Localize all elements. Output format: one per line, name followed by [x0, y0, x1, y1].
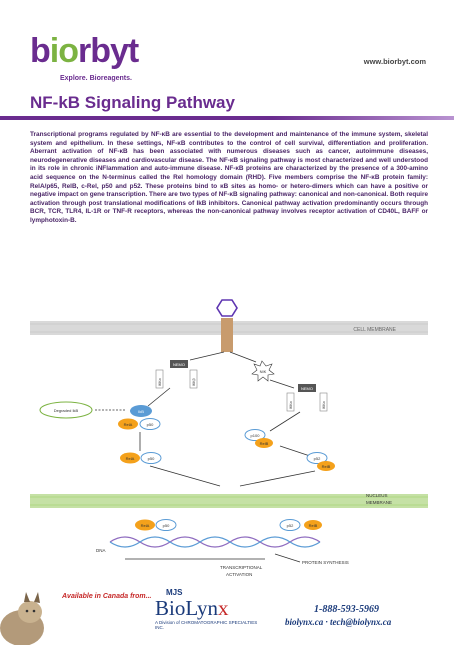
rela-label-2: RelA [126, 456, 135, 461]
rela-node-3 [135, 519, 155, 531]
nemo-right-label: NEMO [301, 386, 313, 391]
nemo-left-box [170, 360, 188, 368]
website-link[interactable]: www.biorbyt.com [363, 57, 426, 66]
p50-label-3: p50 [163, 523, 170, 528]
nucleus-membrane-texture [30, 496, 428, 506]
nemo-right-box [298, 384, 316, 392]
ikk-b-label: IKKβ [192, 378, 196, 386]
p52-label-2: p52 [287, 523, 294, 528]
relb-label-3: RelB [309, 523, 318, 528]
p50-label-2: p50 [148, 456, 155, 461]
ligand-hexagon [216, 299, 238, 317]
relb-node-1 [255, 438, 273, 448]
ikk-a3-label: IKKα [322, 401, 326, 409]
biolynx-logo-x: x [218, 596, 229, 620]
p52-label-1: p52 [314, 456, 321, 461]
cell-membrane-label: CELL MEMBRANE [353, 327, 396, 333]
pathway-diagram: CELL MEMBRANE NUCLEUS MEMBRANE NEMO IKKα… [30, 299, 428, 577]
relb-label-2: RelB [322, 464, 331, 469]
relb-label-1: RelB [260, 441, 269, 446]
logo-b: b [30, 32, 51, 70]
relb-node-2 [317, 461, 335, 471]
transcriptional-label-1: TRANSCRIPTIONAL [220, 565, 263, 570]
protein-synthesis-label: PROTEIN SYNTHESIS [302, 560, 349, 565]
rela-node-2 [120, 452, 140, 464]
available-text: Available in Canada from... [62, 593, 152, 600]
ikk-a2-label: IKKα [289, 401, 293, 409]
protein-arrow [274, 553, 301, 563]
division-text: A Division of CHROMATOGRAPHIC SPECIALTIE… [155, 620, 258, 630]
mjs-label: MJS [166, 588, 183, 597]
rela-node-1 [118, 418, 138, 430]
phone-number[interactable]: 1-888-593-5969 [314, 604, 379, 615]
nucleus-membrane-label-1: NUCLEUS [366, 493, 388, 498]
dna-helix [109, 536, 321, 548]
relb-node-3 [304, 520, 322, 530]
receptor-body [221, 318, 233, 352]
ikb-label: IkB [138, 409, 144, 414]
transcriptional-label-2: ACTIVATION [226, 572, 252, 577]
logo-io: io [49, 32, 79, 70]
biolynx-logo[interactable]: BioLynx [155, 596, 229, 621]
rela-label-3: RelA [141, 523, 150, 528]
degraded-ikb-label: Degraded IkB [54, 408, 79, 413]
nemo-left-label: NEMO [173, 362, 185, 367]
ikk-a-box [155, 369, 164, 389]
nucleus-arrows [149, 465, 316, 487]
page-title: NF-kB Signaling Pathway [30, 93, 235, 112]
ikk-a-label: IKKα [158, 378, 162, 386]
p50-label-1: p50 [147, 422, 154, 427]
p52-node-2 [279, 519, 301, 531]
nucleus-membrane-label-2: MEMBRANE [366, 500, 392, 505]
contact-emails[interactable]: biolynx.ca · tech@biolynx.ca [285, 617, 392, 627]
rela-label-1: RelA [124, 422, 133, 427]
p50-node-2 [140, 452, 162, 464]
p100-label: p100 [251, 433, 261, 438]
tagline: Explore. Bioreagents. [60, 75, 132, 82]
ikk-a3-box [319, 392, 328, 412]
ikk-b-box [189, 369, 198, 389]
nik-star [251, 360, 275, 382]
intro-paragraph: Transcriptional programs regulated by NF… [30, 131, 428, 224]
p50-node-3 [155, 519, 177, 531]
biolynx-logo-text: BioLyn [155, 596, 219, 620]
ikb-node [130, 405, 152, 417]
nucleus-membrane-band [30, 494, 428, 508]
lynx-icon [0, 592, 44, 645]
p52-node-1 [306, 452, 328, 464]
p50-node-1 [139, 418, 161, 430]
degraded-ikb-ellipse [39, 401, 93, 419]
nik-label: NIK [260, 369, 267, 374]
ikk-a2-box [286, 392, 295, 412]
p100-node [244, 429, 266, 441]
title-rule [0, 116, 454, 120]
receptor-arrows [147, 351, 311, 457]
biorbyt-logo[interactable]: biorbyt [30, 32, 139, 71]
dna-label: DNA [96, 548, 106, 553]
logo-rest: rbyt [78, 32, 139, 70]
